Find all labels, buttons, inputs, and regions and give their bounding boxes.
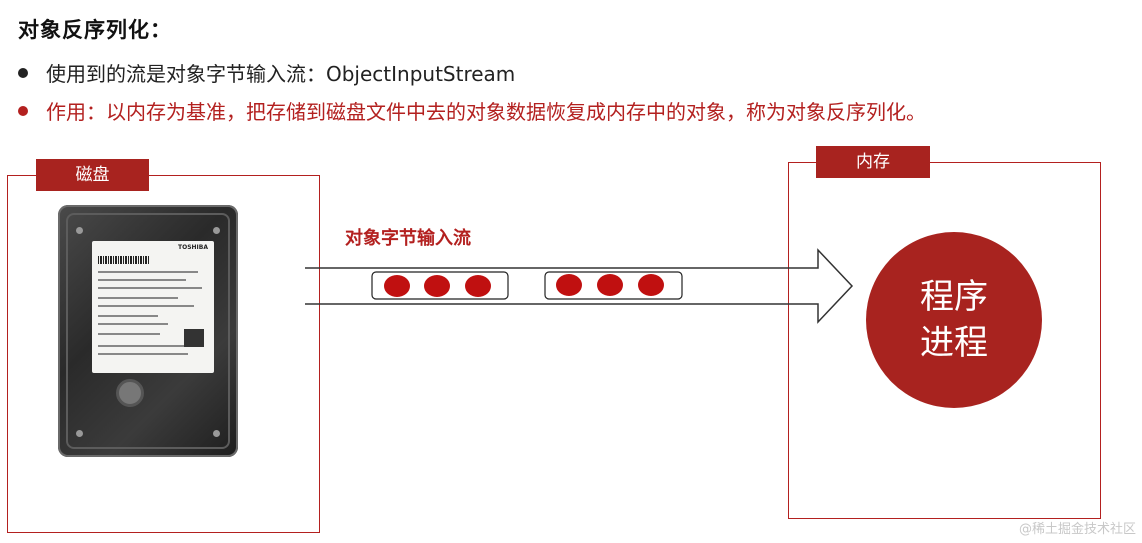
hdd-badge [184,329,204,347]
process-line1: 程序 [920,277,988,317]
hdd-label-line [98,323,168,325]
hdd-label: TOSHIBA [92,241,214,373]
hdd-spindle [116,379,144,407]
hdd-label-line [98,279,186,281]
memory-tag: 内存 [816,146,930,178]
bullet-stream-type: 使用到的流是对象字节输入流：ObjectInputStream [18,58,515,87]
byte-dot [556,274,582,296]
program-process-circle: 程序 进程 [866,232,1042,408]
bullet-purpose: 作用：以内存为基准，把存储到磁盘文件中去的对象数据恢复成内存中的对象，称为对象反… [18,96,926,125]
hdd-label-line [98,333,160,335]
hdd-brand: TOSHIBA [178,244,208,251]
byte-dot [638,274,664,296]
hdd-label-line [98,287,202,289]
hdd-screw [76,227,83,234]
byte-dot [384,275,410,297]
page-title: 对象反序列化： [18,17,172,42]
disk-tag: 磁盘 [36,159,149,191]
hdd-screw [213,430,220,437]
byte-dot [597,274,623,296]
hdd-screw [213,227,220,234]
hard-drive-icon: TOSHIBA [58,205,238,457]
bullet-dot [18,105,28,116]
hdd-label-line [98,315,158,317]
byte-dot [424,275,450,297]
hdd-rail [66,213,230,449]
hdd-label-line [98,353,188,355]
bullet-text: 使用到的流是对象字节输入流：ObjectInputStream [46,62,516,86]
process-line2: 进程 [920,323,988,363]
memory-box [788,162,1101,519]
watermark: @稀土掘金技术社区 [1018,522,1136,537]
hdd-label-line [98,271,198,273]
hdd-label-line [98,297,178,299]
byte-dot [465,275,491,297]
hdd-label-line [98,305,194,307]
hdd-screw [76,430,83,437]
stream-label: 对象字节输入流 [345,228,471,249]
disk-box [7,175,320,533]
hdd-barcode [98,256,150,264]
bullet-dot [18,67,28,78]
hdd-label-line [98,345,198,347]
stream-arrow [305,248,854,324]
bullet-text: 作用：以内存为基准，把存储到磁盘文件中去的对象数据恢复成内存中的对象，称为对象反… [46,100,926,124]
